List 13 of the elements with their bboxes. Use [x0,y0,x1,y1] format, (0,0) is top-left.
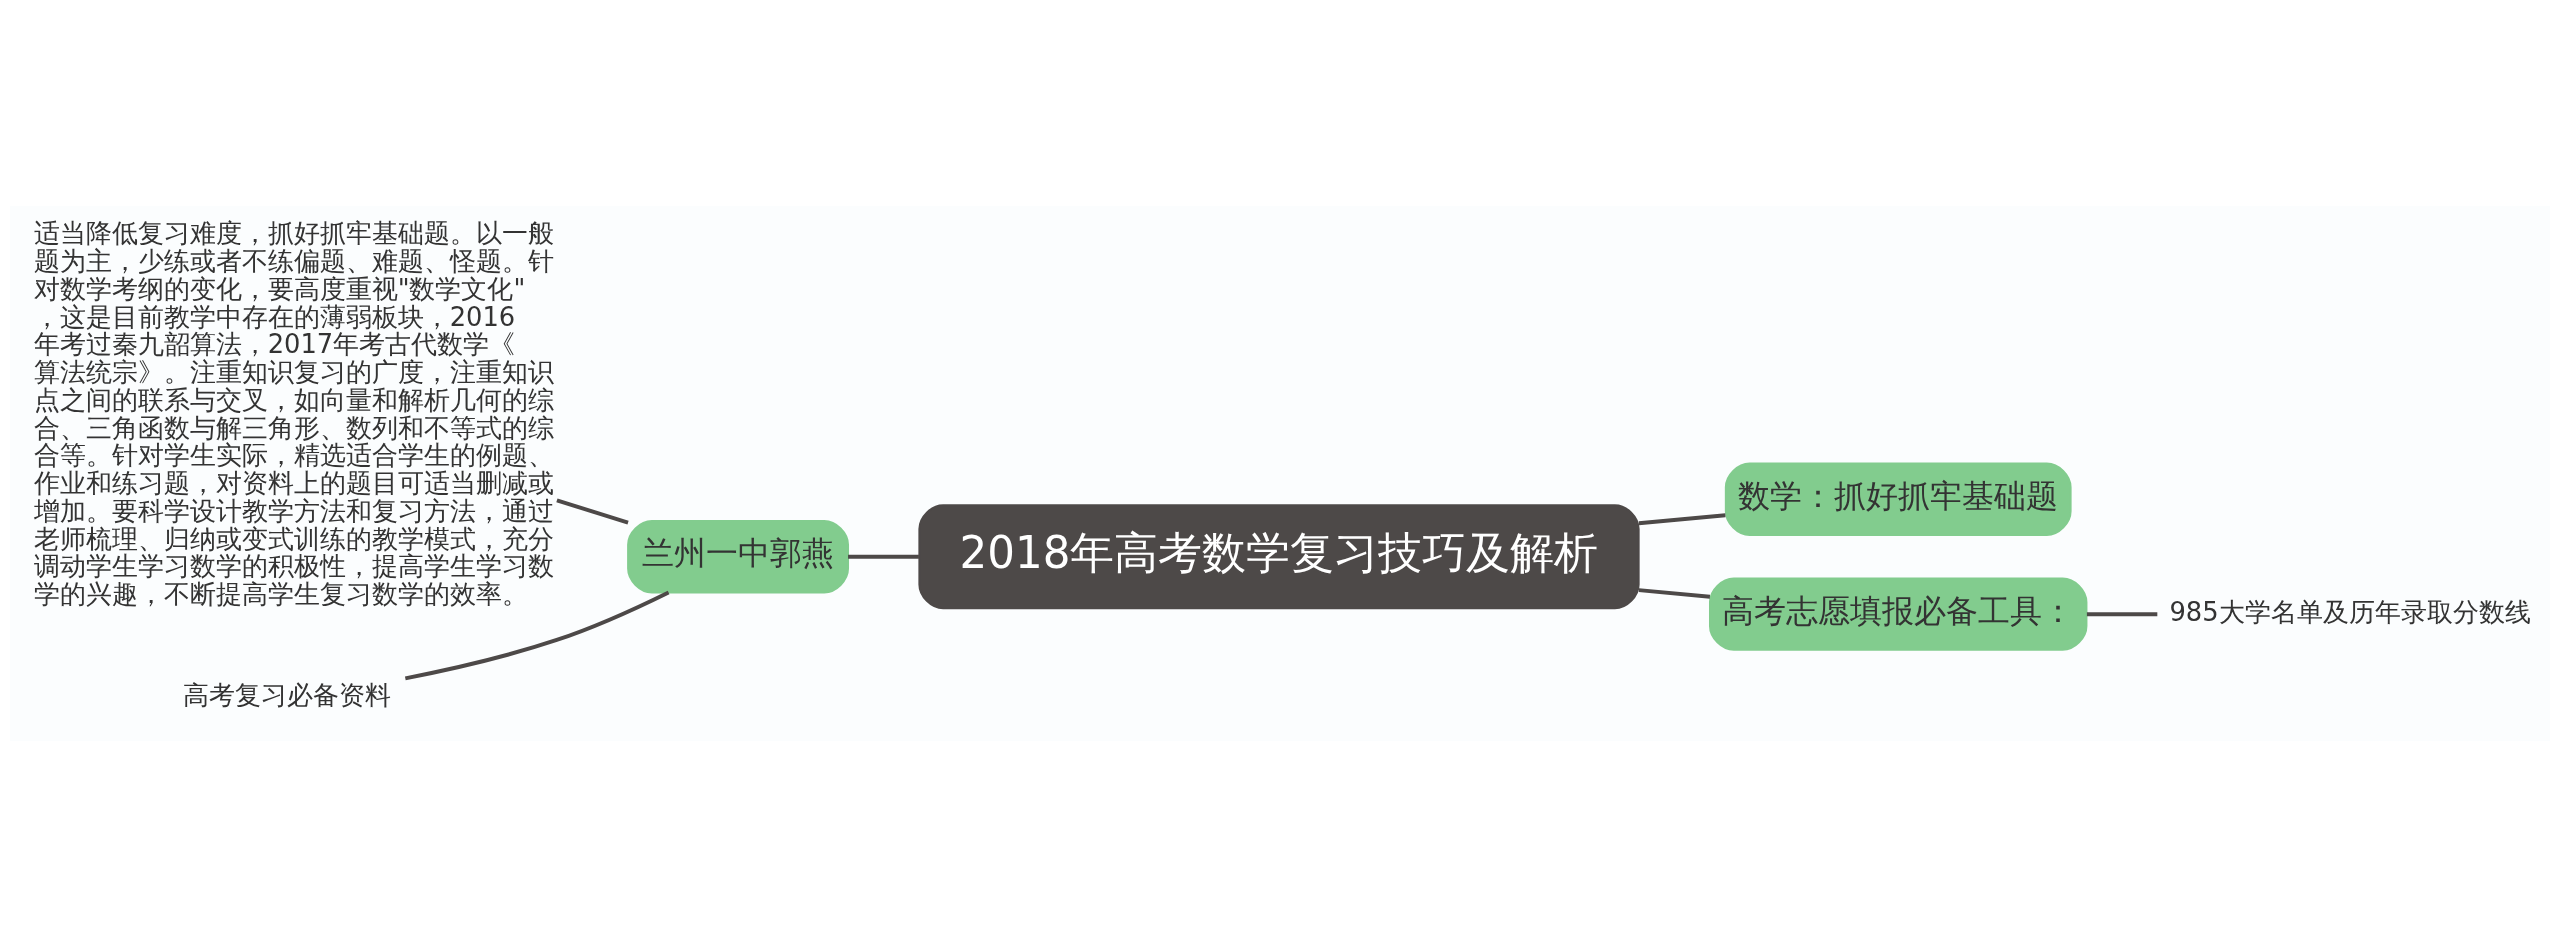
node-box: 2018年高考数学复习技巧及解析 [918,504,1640,610]
connector [1638,513,1726,526]
node-text: 985大学名单及历年录取分数线 [2169,596,2531,627]
connector [848,554,919,559]
node-box: 高考志愿填报必备工具： [1709,577,2088,651]
node-box: 兰州一中郭燕 [627,520,850,594]
connector [2086,612,2158,617]
connector [556,498,629,525]
node-text: 适当降低复习难度，抓好抓牢基础题。以一般题为主，少练或者不练偏题、难题、怪题。针对数学考纲的变化，要高度重视"数学文化"，这是目前教学中存在的薄弱板块，2016年考过秦九韶算法，2017年考古代数学《算法统宗》。注重知识复习的广度，注重知识点之间的联系与交叉，如向量和解析几何的综合、三角函数与解三角形、数列和不等式的综合等。针对学生实际，精选适合学生的例题、作业和练习题，对资料上的题目可适当删减或增加。要科学设计教学方法和复习方法，通过老师梳理、归纳或变式训练的教学模式，充分调动学生学习数学的积极性，提高学生学习数学的兴趣，不断提高学生复习数学的效率。 [33,218,554,610]
connector [404,590,670,681]
connector [1638,588,1711,599]
node-text: 高考复习必备资料 [183,680,392,711]
node-box: 数学：抓好抓牢基础题 [1724,462,2072,536]
